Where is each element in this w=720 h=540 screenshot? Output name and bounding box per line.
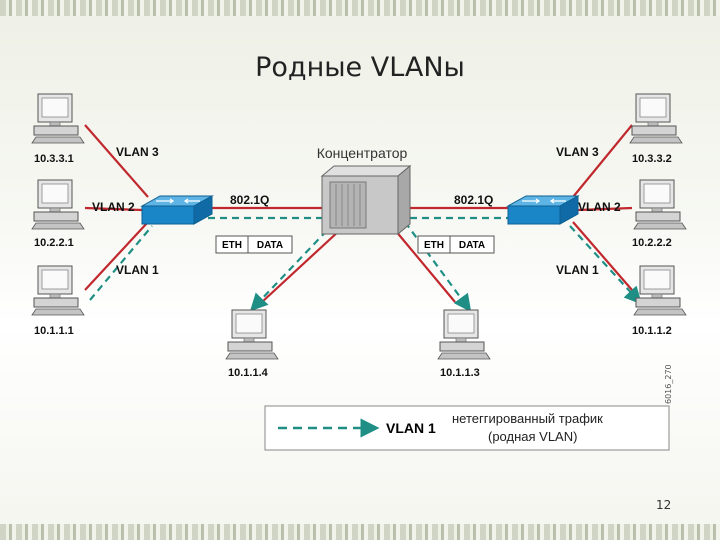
trunk-label-left: 802.1Q bbox=[230, 193, 269, 207]
ip-left-vlan3: 10.3.3.1 bbox=[34, 153, 74, 165]
pc-left-vlan2 bbox=[31, 179, 85, 230]
legend-line2: (родная VLAN) bbox=[488, 429, 577, 444]
hub-device bbox=[320, 164, 412, 236]
side-code: 6016_270 bbox=[664, 364, 673, 404]
hub-link-left-host bbox=[261, 229, 341, 303]
frame-left: ETH DATA bbox=[215, 235, 293, 254]
vlan3-link-left bbox=[84, 124, 149, 198]
frame-right: ETH DATA bbox=[417, 235, 495, 254]
frame-data-left: DATA bbox=[257, 240, 283, 251]
vlan-label-left-3: VLAN 3 bbox=[116, 145, 159, 159]
pc-right-vlan2 bbox=[633, 179, 687, 230]
ip-right-vlan2: 10.2.2.2 bbox=[632, 237, 672, 249]
frame-eth-right: ETH bbox=[424, 240, 444, 251]
frame-data-right: DATA bbox=[459, 240, 485, 251]
native-link-right-host bbox=[569, 225, 642, 305]
pc-right-vlan1 bbox=[633, 265, 687, 316]
ip-left-vlan1: 10.1.1.1 bbox=[34, 325, 74, 337]
pc-right-vlan3 bbox=[629, 93, 683, 144]
switch-right bbox=[507, 195, 579, 225]
ip-hub-left: 10.1.1.4 bbox=[228, 367, 269, 379]
pc-hub-right bbox=[437, 309, 491, 360]
slide-title: Родные VLANы bbox=[255, 52, 465, 83]
bottom-decorative-stripe bbox=[0, 524, 720, 540]
legend-box: VLAN 1 нетеггированный трафик (родная VL… bbox=[264, 405, 670, 451]
native-hub-right-host bbox=[404, 221, 472, 313]
vlan1-link-right bbox=[572, 221, 633, 291]
hub-label: Концентратор bbox=[317, 145, 408, 161]
legend-vlan-label: VLAN 1 bbox=[386, 420, 436, 436]
ip-right-vlan3: 10.3.3.2 bbox=[632, 153, 672, 165]
vlan2-link-left bbox=[84, 206, 143, 212]
switch-left bbox=[141, 195, 213, 225]
ip-left-vlan2: 10.2.2.1 bbox=[34, 237, 74, 249]
pc-left-vlan3 bbox=[31, 93, 85, 144]
native-link-left-host bbox=[89, 225, 153, 301]
vlan1-link-left bbox=[84, 221, 149, 291]
frame-eth-left: ETH bbox=[222, 240, 242, 251]
hub-link-right-host bbox=[394, 229, 456, 303]
pc-hub-left bbox=[225, 309, 279, 360]
ip-right-vlan1: 10.1.1.2 bbox=[632, 325, 672, 337]
vlan-label-right-2: VLAN 2 bbox=[578, 200, 621, 214]
vlan-label-right-1: VLAN 1 bbox=[556, 263, 599, 277]
vlan-label-left-2: VLAN 2 bbox=[92, 200, 135, 214]
legend-line1: нетеггированный трафик bbox=[452, 411, 603, 426]
trunk-label-right: 802.1Q bbox=[454, 193, 493, 207]
vlan2-link-right bbox=[577, 206, 633, 212]
vlan-label-left-1: VLAN 1 bbox=[116, 263, 159, 277]
ip-hub-right: 10.1.1.3 bbox=[440, 367, 480, 379]
top-decorative-stripe bbox=[0, 0, 720, 16]
vlan-label-right-3: VLAN 3 bbox=[556, 145, 599, 159]
vlan3-link-right bbox=[572, 124, 633, 198]
pc-left-vlan1 bbox=[31, 265, 85, 316]
page-number: 12 bbox=[656, 498, 672, 512]
